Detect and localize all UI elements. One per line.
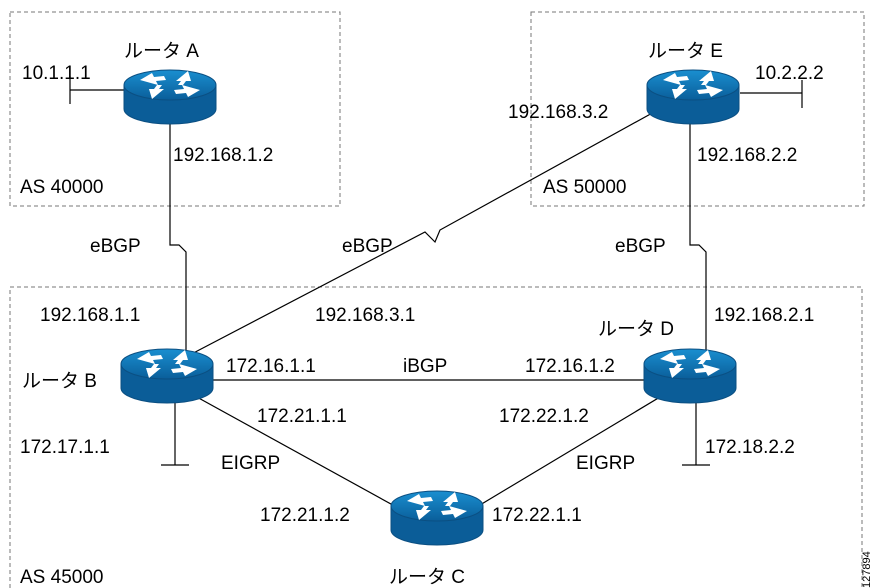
as-label-50000: AS 50000	[543, 177, 626, 198]
lan-stub-e	[740, 80, 803, 108]
router-a-icon	[123, 69, 217, 125]
router-e-label: ルータ E	[648, 40, 723, 62]
addr-b-d-b: 172.16.1.1	[226, 356, 316, 377]
lan-stub-a	[69, 76, 128, 104]
protocol-label-d-c: EIGRP	[576, 453, 635, 474]
router-b-icon	[120, 348, 214, 404]
protocol-label-b-d: iBGP	[403, 356, 447, 377]
router-c-icon	[390, 490, 484, 546]
protocol-label-e-b: eBGP	[342, 236, 393, 257]
addr-d-c-c: 172.22.1.1	[492, 505, 582, 526]
protocol-label-e-d: eBGP	[615, 236, 666, 257]
as-box-40000: AS 40000	[9, 11, 341, 207]
addr-a-lan: 10.1.1.1	[22, 63, 91, 84]
router-e-icon	[646, 69, 740, 125]
link-b-c	[174, 384, 421, 521]
link-e-d	[689, 106, 707, 370]
link-a-b	[169, 106, 187, 370]
addr-b-c-c: 172.21.1.2	[260, 505, 350, 526]
addr-e-d-d: 192.168.2.1	[714, 305, 814, 326]
addr-e-d-e: 192.168.2.2	[697, 145, 797, 166]
addr-b-d-d: 172.16.1.2	[525, 356, 615, 377]
router-d-label: ルータ D	[598, 318, 674, 340]
addr-a-b-b: 192.168.1.1	[40, 305, 140, 326]
router-d-icon	[643, 348, 737, 404]
link-e-b	[179, 105, 666, 361]
protocol-label-b-c: EIGRP	[221, 453, 280, 474]
addr-e-b-b: 192.168.3.1	[315, 305, 415, 326]
as-box-50000: AS 50000	[530, 11, 865, 207]
addr-b-c-b: 172.21.1.1	[257, 406, 347, 427]
addr-a-b-a: 192.168.1.2	[173, 145, 273, 166]
addr-e-b-e: 192.168.3.2	[508, 102, 608, 123]
as-box-45000: AS 45000	[9, 286, 863, 588]
router-c-label: ルータ C	[389, 566, 465, 588]
figure-id: 127894	[861, 551, 873, 588]
link-d-c	[454, 384, 681, 521]
as-label-40000: AS 40000	[20, 177, 103, 198]
as-label-45000: AS 45000	[20, 567, 103, 588]
protocol-label-a-b: eBGP	[90, 236, 141, 257]
addr-d-lan: 172.18.2.2	[705, 437, 795, 458]
router-a-label: ルータ A	[124, 40, 199, 62]
router-b-label: ルータ B	[22, 370, 97, 392]
addr-e-lan: 10.2.2.2	[755, 63, 824, 84]
addr-d-c-d: 172.22.1.2	[499, 406, 589, 427]
addr-b-lan: 172.17.1.1	[20, 437, 110, 458]
